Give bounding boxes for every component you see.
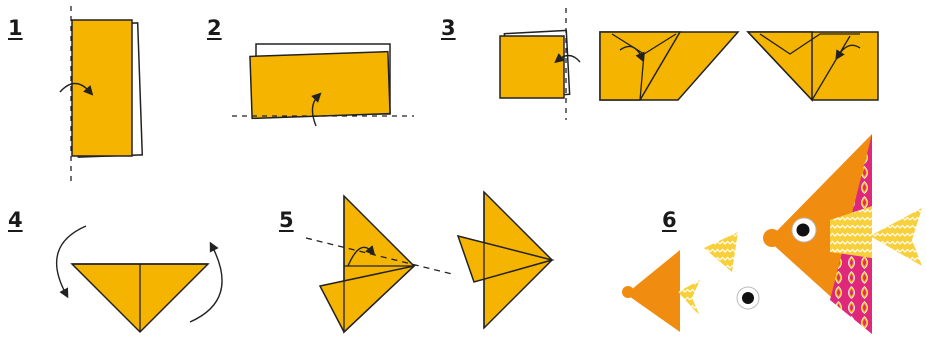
small-fish-tail <box>678 280 700 316</box>
small-fish-fin <box>704 232 738 272</box>
big-fish-fin <box>830 206 872 258</box>
step-number-1: 1 <box>8 16 23 40</box>
step-number-6: 6 <box>662 208 677 232</box>
small-fish-body <box>626 250 680 332</box>
googly-eye-loose <box>736 286 760 310</box>
step-5-diagram <box>305 190 555 334</box>
step-number-2: 2 <box>207 16 222 40</box>
step-3-diagram <box>499 8 879 120</box>
step-2-diagram <box>232 43 414 127</box>
step-6-diagram <box>622 134 922 334</box>
big-fish-googly-eye <box>791 217 817 243</box>
small-fish-mouth <box>622 286 634 298</box>
step-4-diagram <box>56 225 223 334</box>
big-fish-mouth <box>763 229 781 247</box>
step-number-4: 4 <box>8 208 23 232</box>
big-fish-tail <box>870 208 922 266</box>
step-number-5: 5 <box>279 208 294 232</box>
step-number-3: 3 <box>441 16 456 40</box>
step-1-diagram <box>59 6 144 182</box>
